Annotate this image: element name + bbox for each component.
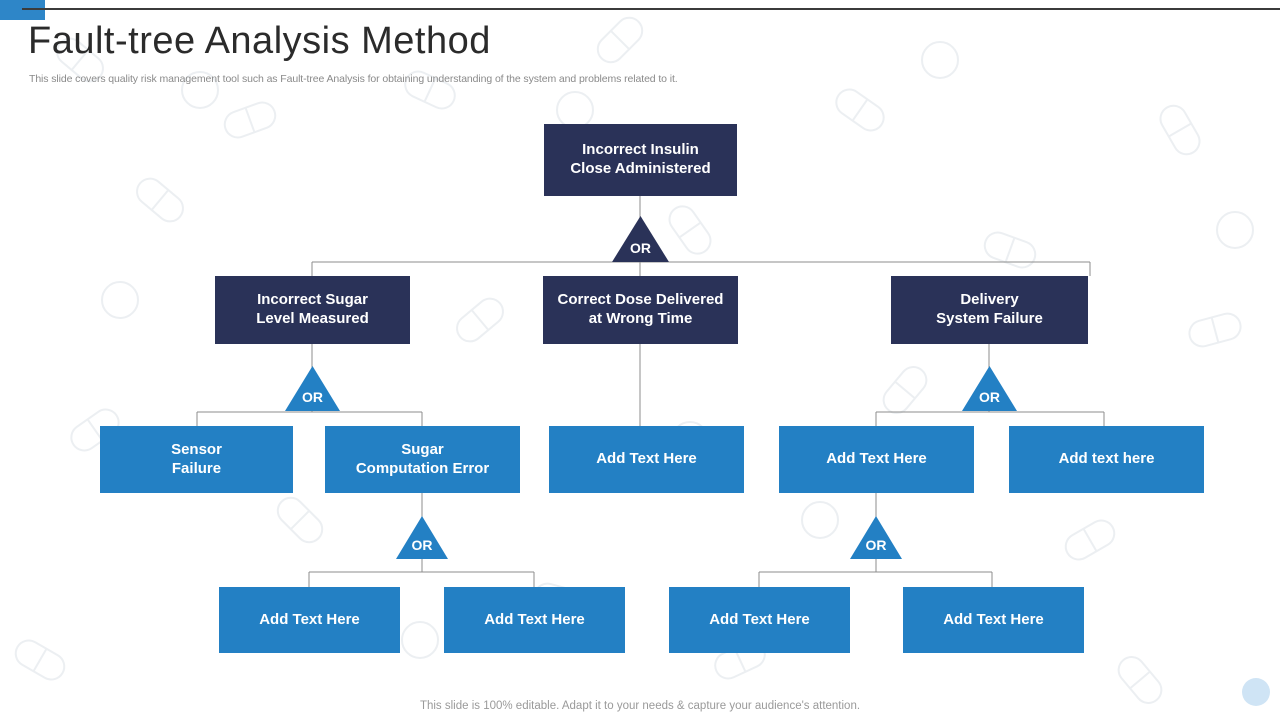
node-correct-dose-wrong-time[interactable]: Correct Dose Delivered at Wrong Time (543, 276, 738, 344)
or-gate-triangle-icon (396, 516, 448, 559)
header-rule (22, 8, 1280, 10)
corner-circle-decoration (1242, 678, 1270, 706)
node-level4-add-text-1[interactable]: Add Text Here (219, 587, 400, 653)
or-gate-label: OR (411, 537, 433, 553)
or-gate-delivery-sub[interactable]: OR (850, 516, 902, 559)
or-gate-label: OR (979, 389, 1000, 405)
node-level4-add-text-3[interactable]: Add Text Here (669, 587, 850, 653)
node-level4-add-text-2[interactable]: Add Text Here (444, 587, 625, 653)
or-gate-triangle-icon (850, 516, 902, 559)
or-gate-triangle-icon (962, 366, 1017, 411)
or-gate-root[interactable]: OR (612, 216, 669, 262)
or-gate-label: OR (630, 240, 651, 256)
node-sugar-computation-error[interactable]: Sugar Computation Error (325, 426, 520, 493)
or-gate-triangle-icon (285, 366, 340, 411)
node-root[interactable]: Incorrect Insulin Close Administered (544, 124, 737, 196)
footer-note: This slide is 100% editable. Adapt it to… (419, 700, 861, 712)
node-incorrect-sugar-level[interactable]: Incorrect Sugar Level Measured (215, 276, 410, 344)
or-gate-triangle-icon (612, 216, 669, 262)
node-sensor-failure[interactable]: Sensor Failure (100, 426, 293, 493)
node-level3-add-text-1[interactable]: Add Text Here (549, 426, 744, 493)
or-gate-label: OR (865, 537, 887, 553)
node-level3-add-text-3[interactable]: Add text here (1009, 426, 1204, 493)
or-gate-computation-error[interactable]: OR (396, 516, 448, 559)
page-subtitle: This slide covers quality risk managemen… (29, 73, 678, 85)
or-gate-label: OR (302, 389, 323, 405)
or-gate-delivery-system[interactable]: OR (962, 366, 1017, 411)
page-title: Fault-tree Analysis Method (28, 20, 491, 62)
node-level4-add-text-4[interactable]: Add Text Here (903, 587, 1084, 653)
node-delivery-system-failure[interactable]: Delivery System Failure (891, 276, 1088, 344)
node-level3-add-text-2[interactable]: Add Text Here (779, 426, 974, 493)
or-gate-sugar-level[interactable]: OR (285, 366, 340, 411)
accent-square (0, 0, 45, 20)
